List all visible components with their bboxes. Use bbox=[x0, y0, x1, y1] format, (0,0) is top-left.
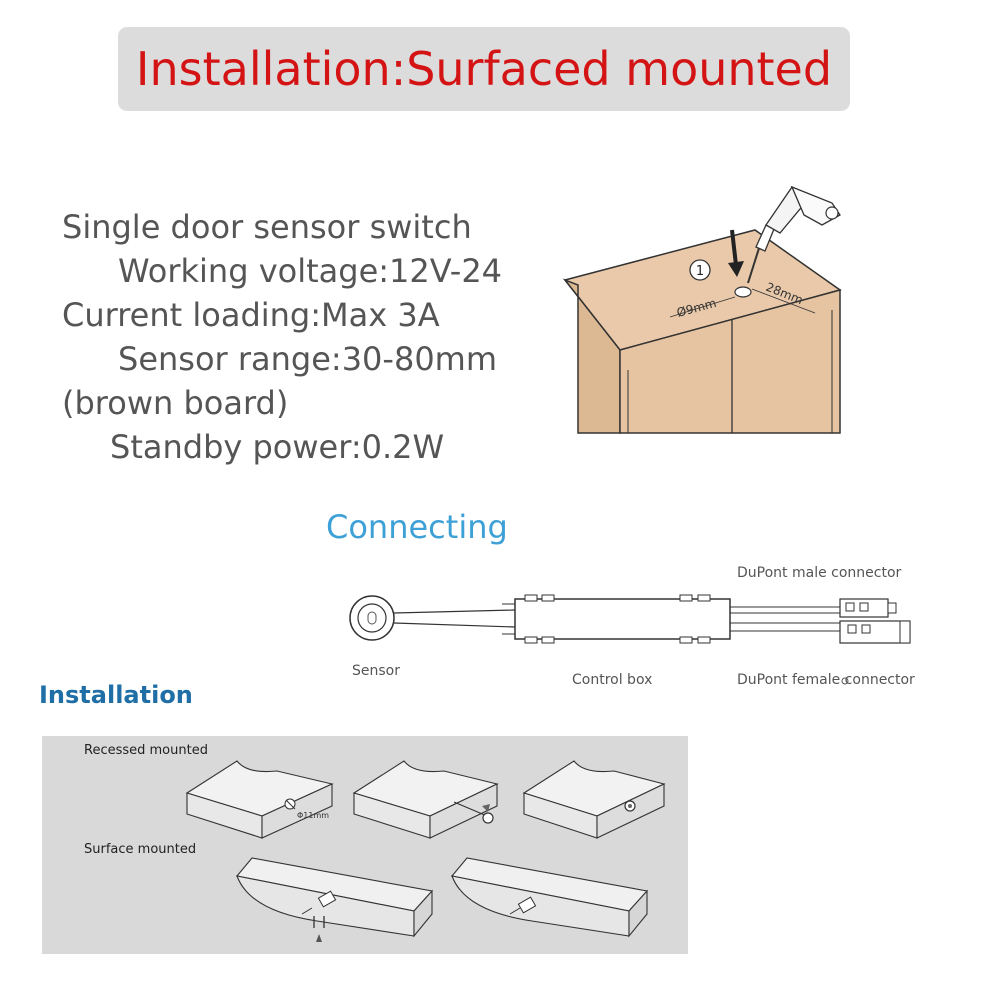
dupont-male-connector bbox=[839, 598, 897, 618]
spec-line: (brown board) bbox=[62, 384, 289, 422]
sensor-label: Sensor bbox=[352, 663, 400, 679]
recessed-board-installed bbox=[522, 760, 666, 839]
wiring-svg bbox=[349, 594, 911, 685]
dupont-female-connector bbox=[839, 620, 911, 644]
male-connector-label: DuPont male connector bbox=[737, 565, 902, 581]
connecting-title: Connecting bbox=[326, 508, 508, 546]
female-connector-label: DuPont female connector bbox=[737, 672, 915, 685]
recessed-board-insert bbox=[352, 760, 499, 839]
spec-line: Standby power:0.2W bbox=[110, 428, 445, 466]
hole-size-label: Φ11mm bbox=[297, 811, 329, 820]
recessed-board-drill bbox=[185, 760, 334, 839]
spec-line: Sensor range:30-80mm bbox=[118, 340, 498, 378]
arrow-head-icon bbox=[728, 261, 744, 277]
cabinet-side bbox=[562, 278, 621, 434]
installation-panel: Recessed mounted Surface mounted Φ11mm bbox=[42, 736, 688, 954]
installation-title: Installation bbox=[39, 681, 193, 709]
drill-hole bbox=[734, 286, 752, 298]
spec-list: Single door sensor switch Working voltag… bbox=[62, 205, 502, 469]
control-box-label: Control box bbox=[572, 672, 653, 685]
surface-mounted-label: Surface mounted bbox=[84, 842, 197, 857]
spec-line: Working voltage:12V-24 bbox=[118, 252, 503, 290]
step-number: 1 bbox=[696, 264, 704, 279]
surface-board-installed bbox=[450, 857, 649, 938]
spec-line: Single door sensor switch bbox=[62, 208, 472, 246]
control-box bbox=[514, 598, 731, 640]
recessed-mounted-label: Recessed mounted bbox=[84, 743, 208, 758]
dim-line bbox=[669, 296, 736, 318]
sensor-button-icon bbox=[367, 611, 377, 625]
surface-board-screws bbox=[235, 857, 434, 942]
down-arrow-icon bbox=[730, 229, 738, 266]
spec-line: Current loading:Max 3A bbox=[62, 296, 440, 334]
dim-line bbox=[751, 288, 816, 314]
drill-icon bbox=[747, 185, 841, 284]
title-banner: Installation:Surfaced mounted bbox=[118, 27, 850, 111]
cabinet-drilling-illustration: Ø9mm 28mm 1 bbox=[562, 185, 842, 434]
installation-svg: Φ11mm bbox=[185, 760, 666, 942]
wiring-diagram: DuPont male connector Sensor Control box… bbox=[320, 555, 940, 685]
page-title: Installation:Surfaced mounted bbox=[135, 42, 833, 96]
step-circle bbox=[689, 259, 711, 281]
cabinet-front bbox=[619, 289, 841, 434]
